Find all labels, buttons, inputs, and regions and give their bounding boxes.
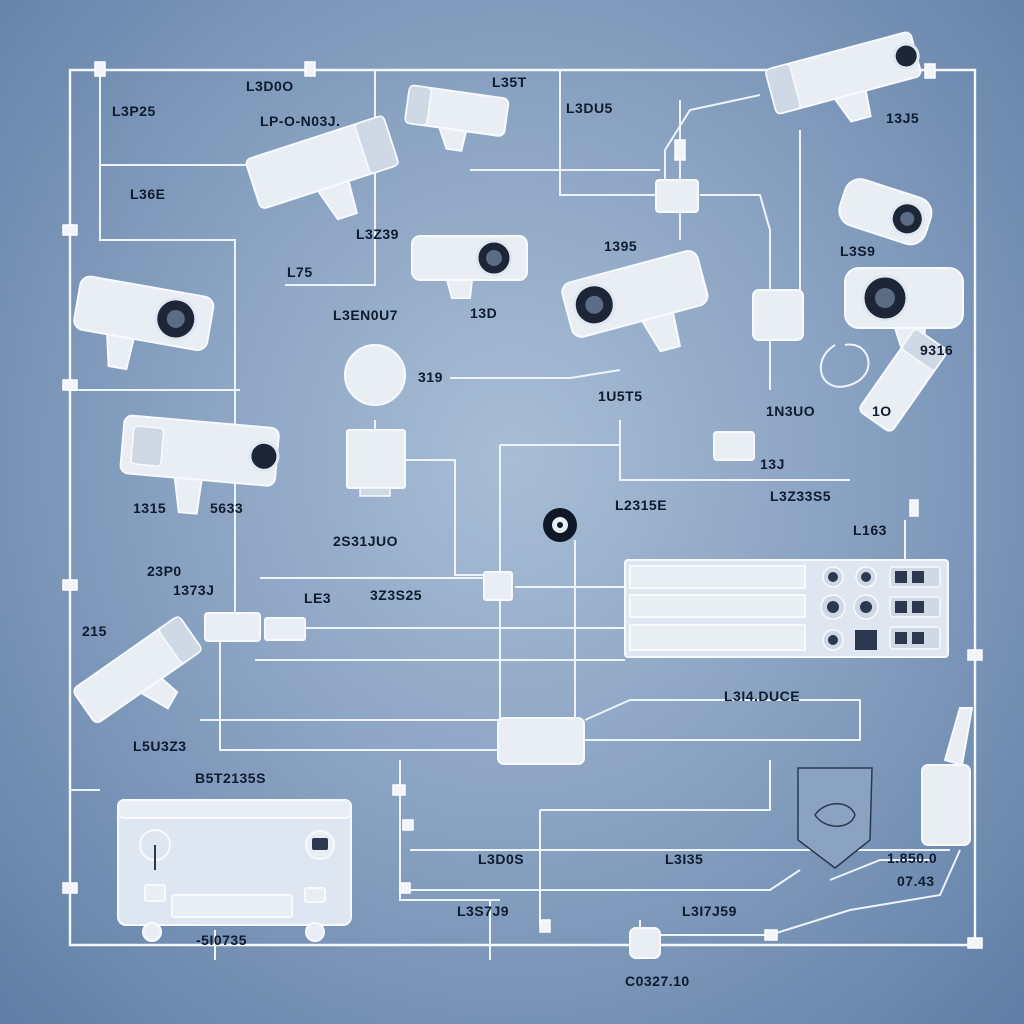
label-top-2: L3P25 [112, 103, 156, 119]
label-left-4: 5633 [210, 500, 244, 516]
dome-sensor-icon [344, 344, 406, 497]
projector-icon [411, 235, 528, 299]
cctv-camera-icon [404, 84, 510, 152]
label-right-4: 1O [872, 403, 892, 419]
label-mid-2: 1395 [604, 238, 638, 254]
label-mid-9: 2S31JUO [333, 533, 398, 549]
control-panel-icon [624, 559, 949, 658]
junction-box-icon [483, 179, 804, 765]
cctv-camera-icon [73, 275, 215, 371]
label-left-5: 23P0 [147, 563, 182, 579]
label-top-3: LP-O-N03J. [260, 113, 341, 129]
label-top-4: L35T [492, 74, 527, 90]
label-bottom-8: C0327.10 [625, 973, 690, 989]
cctv-camera-icon [119, 414, 280, 515]
label-mid-10: LE3 [304, 590, 332, 606]
label-mid-11: 3Z3S25 [370, 587, 423, 603]
cctv-camera-icon [921, 707, 974, 846]
label-left-2: L75 [287, 264, 313, 280]
cctv-camera-icon [73, 616, 202, 724]
label-mid-5: 319 [418, 369, 443, 385]
label-right-3: 1N3UO [766, 403, 816, 419]
label-mid-8: L2315E [615, 497, 668, 513]
label-right-5: L3Z33S5 [770, 488, 832, 504]
label-right-2: 9316 [920, 342, 954, 358]
label-mid-6: 1U5T5 [598, 388, 643, 404]
label-left-3: 1315 [133, 500, 167, 516]
cctv-camera-icon [844, 267, 964, 354]
label-mid-3: L3EN0U7 [333, 307, 398, 323]
shield-icon [797, 767, 873, 869]
connector-plug-icon [629, 927, 661, 959]
wiring-lines [68, 68, 977, 960]
label-bottom-3: 1.850.0 [887, 850, 938, 866]
cctv-camera-icon [838, 178, 933, 246]
cctv-camera-icon [245, 115, 399, 221]
connector-plug-icon [204, 612, 306, 642]
label-bottom-2: L3I35 [665, 851, 704, 867]
label-top-5: L3DU5 [566, 100, 613, 116]
label-left-7: 215 [82, 623, 107, 639]
label-left-1: L36E [130, 186, 166, 202]
label-right-1: L3S9 [840, 243, 876, 259]
dome-sensor-icon [543, 508, 577, 542]
cctv-camera-icon [561, 250, 709, 353]
label-top-1: L3D0O [246, 78, 294, 94]
label-left-8: L5U3Z3 [133, 738, 187, 754]
label-bottom-1: L3D0S [478, 851, 525, 867]
label-left-9: B5T2135S [195, 770, 266, 786]
label-left-6: 1373J [173, 582, 215, 598]
label-bottom-6: L3I7J59 [682, 903, 737, 919]
label-bottom-5: L3S7J9 [457, 903, 510, 919]
dvr-recorder-icon [117, 799, 352, 942]
label-bottom-4: 07.43 [897, 873, 935, 889]
label-top-6: 13J5 [886, 110, 920, 126]
label-mid-12: L3I4.DUCE [724, 688, 801, 704]
cctv-camera-icon [765, 31, 922, 123]
label-mid-4: 13D [470, 305, 498, 321]
label-mid-1: L3Z39 [356, 226, 399, 242]
label-mid-7: 13J [760, 456, 785, 472]
label-right-6: L163 [853, 522, 887, 538]
label-bottom-7: -5I0735 [196, 932, 247, 948]
cctv-camera-icon [859, 328, 948, 432]
